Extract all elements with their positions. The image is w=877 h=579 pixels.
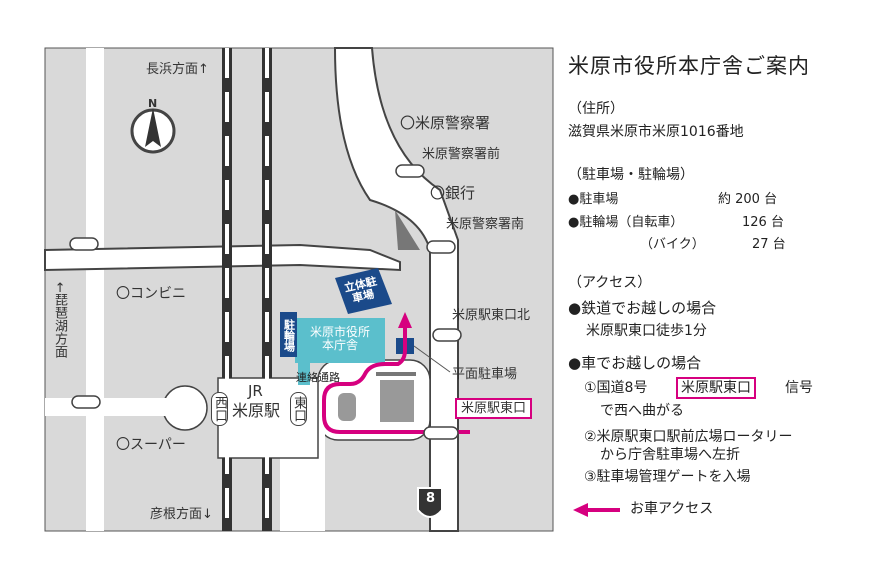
label-station: 米原駅: [232, 401, 281, 420]
parking-heading: （駐車場・駐輪場）: [568, 167, 694, 183]
label-hikone: 彦根方面↓: [150, 507, 213, 522]
car-step2b: から庁舎駐車場へ左折: [600, 447, 740, 463]
label-jr: JR: [248, 382, 263, 400]
label-nagahama: 長浜方面↑: [146, 62, 209, 77]
road-left: [86, 48, 104, 531]
parking-bicycle-value: 126 台: [742, 215, 784, 230]
label-flat-parking: 平面駐車場: [452, 367, 518, 382]
label-conbini: 〇コンビニ: [116, 286, 186, 302]
address-heading: （住所）: [568, 101, 624, 117]
parking-bike-value: 27 台: [752, 237, 786, 252]
car-step1c: で西へ曲がる: [600, 403, 684, 419]
label-police: 〇米原警察署: [400, 114, 491, 132]
label-biwako: ←琵琶湖方面: [52, 282, 67, 358]
route-number: 8: [426, 491, 436, 506]
parking-car-value: 約 200 台: [718, 192, 778, 207]
label-city-hall: 米原市役所本庁舎: [309, 324, 370, 352]
page-title: 米原市役所本庁舎ご案内: [568, 54, 810, 78]
railway: [222, 48, 272, 531]
label-east-signal: 米原駅東口: [455, 398, 533, 419]
label-east-north: 米原駅東口北: [452, 308, 531, 323]
car-step1b: 信号: [785, 380, 813, 396]
traffic-signals: [69, 164, 462, 440]
rail-heading: ●鉄道でお越しの場合: [568, 299, 717, 317]
car-step1-signal: 米原駅東口: [676, 377, 756, 399]
label-super: 〇スーパー: [116, 437, 186, 453]
north-label: N: [148, 97, 158, 110]
legend-arrow-icon: [573, 503, 588, 517]
label-passage: 連絡通路: [296, 371, 340, 384]
access-heading: （アクセス）: [568, 275, 652, 291]
flat-parking-shape: [380, 380, 414, 422]
car-step3: ③駐車場管理ゲートを入場: [584, 469, 751, 485]
parking-bike-label: （バイク）: [640, 237, 705, 252]
rail-text: 米原駅東口徒歩1分: [586, 323, 707, 339]
median: [395, 210, 420, 250]
compass-icon: [130, 108, 176, 154]
west-exit: 西口: [211, 392, 228, 426]
city-hall-shape: [295, 318, 385, 363]
label-police-front: 米原警察署前: [422, 147, 501, 162]
label-bank: 〇銀行: [430, 184, 476, 202]
car-heading: ●車でお越しの場合: [568, 354, 702, 372]
address: 滋賀県米原市米原1016番地: [568, 124, 744, 140]
road-curve: [333, 47, 459, 532]
route-8-shield-icon: [417, 487, 443, 518]
parking-bicycle-label: ●駐輪場（自転車）: [568, 215, 684, 230]
route-arrow-icon: [398, 312, 412, 328]
label-police-south: 米原警察署南: [446, 217, 525, 232]
car-route: [322, 325, 470, 434]
east-exit: 東口: [290, 392, 307, 426]
multi-parking-shape: [335, 268, 392, 314]
parking-car-label: ●駐車場: [568, 192, 619, 207]
legend-label: お車アクセス: [630, 501, 714, 517]
label-bicycle-parking: 駐輪場: [282, 318, 296, 352]
car-step2a: ②米原駅東口駅前広場ロータリー: [584, 429, 793, 445]
car-step1a: ①国道8号: [584, 380, 648, 396]
